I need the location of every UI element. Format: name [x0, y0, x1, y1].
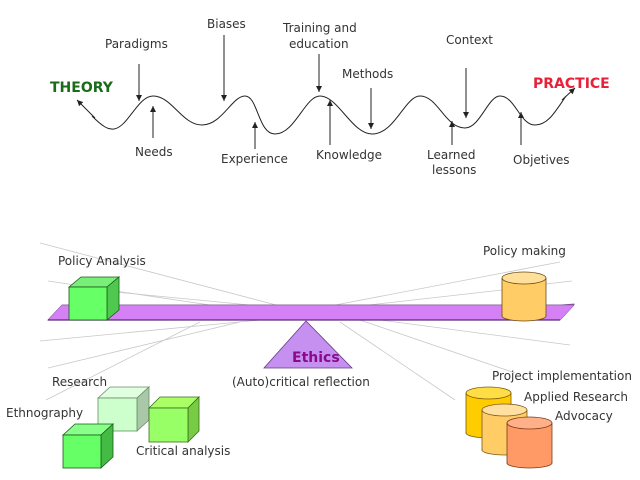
- ray: [39, 319, 261, 342]
- ray: [545, 280, 573, 285]
- lessons-label: lessons: [432, 163, 476, 177]
- research-label: Research: [52, 375, 107, 389]
- ethnography-label: Ethnography: [6, 406, 83, 420]
- balance-scale: Ethics (Auto)critical reflection Policy …: [47, 244, 575, 389]
- balance-beam-top: [48, 305, 574, 320]
- theory-arrow: [76, 99, 96, 119]
- policy-analysis-label: Policy Analysis: [58, 254, 146, 268]
- experience-label: Experience: [221, 152, 288, 166]
- ray: [329, 261, 561, 307]
- fulcrum: [263, 320, 353, 369]
- policy-making-cylinder: [501, 271, 547, 322]
- ray: [47, 321, 241, 369]
- policy-analysis-cube: [67, 276, 121, 321]
- research-cube: [96, 386, 151, 432]
- autocritical-reflection-label: (Auto)critical reflection: [232, 375, 370, 389]
- ray: [379, 319, 571, 346]
- needs-label: Needs: [135, 145, 173, 159]
- learned-label: Learned: [427, 148, 476, 162]
- methods-label: Methods: [342, 67, 393, 81]
- policy-making-label: Policy making: [483, 244, 566, 258]
- ray: [114, 291, 261, 307]
- training-label: Training and: [282, 21, 357, 35]
- ray: [359, 319, 516, 374]
- paradigms-label: Paradigms: [105, 37, 168, 51]
- wave-line: [91, 95, 567, 135]
- applied-research-label: Applied Research: [524, 390, 628, 404]
- ray: [359, 289, 503, 307]
- project-implementation-label: Project implementation: [492, 369, 632, 383]
- ray: [45, 321, 201, 401]
- theory-label: THEORY: [50, 80, 114, 96]
- critical-analysis-cube: [148, 396, 200, 443]
- practice-label: PRACTICE: [533, 76, 610, 92]
- context-label: Context: [446, 33, 493, 47]
- theory-practice-wave: THEORY PRACTICE Paradigms Biases Trainin…: [50, 17, 610, 177]
- knowledge-label: Knowledge: [316, 148, 382, 162]
- ethics-label: Ethics: [292, 350, 340, 366]
- practice-arrow: [561, 87, 576, 101]
- research-methods-group: Research Ethnography Critical analysis: [6, 375, 230, 469]
- advocacy-label: Advocacy: [555, 409, 613, 423]
- implementation-group: Project implementation Applied Research …: [465, 369, 632, 469]
- perspective-rays: [39, 242, 573, 401]
- critical-analysis-label: Critical analysis: [136, 444, 230, 458]
- advocacy-cylinder: [506, 416, 553, 469]
- ray: [39, 242, 281, 307]
- education-label: education: [289, 37, 349, 51]
- ethnography-cube: [61, 423, 115, 469]
- ray: [339, 321, 456, 401]
- biases-label: Biases: [207, 17, 246, 31]
- objetives-label: Objetives: [513, 153, 570, 167]
